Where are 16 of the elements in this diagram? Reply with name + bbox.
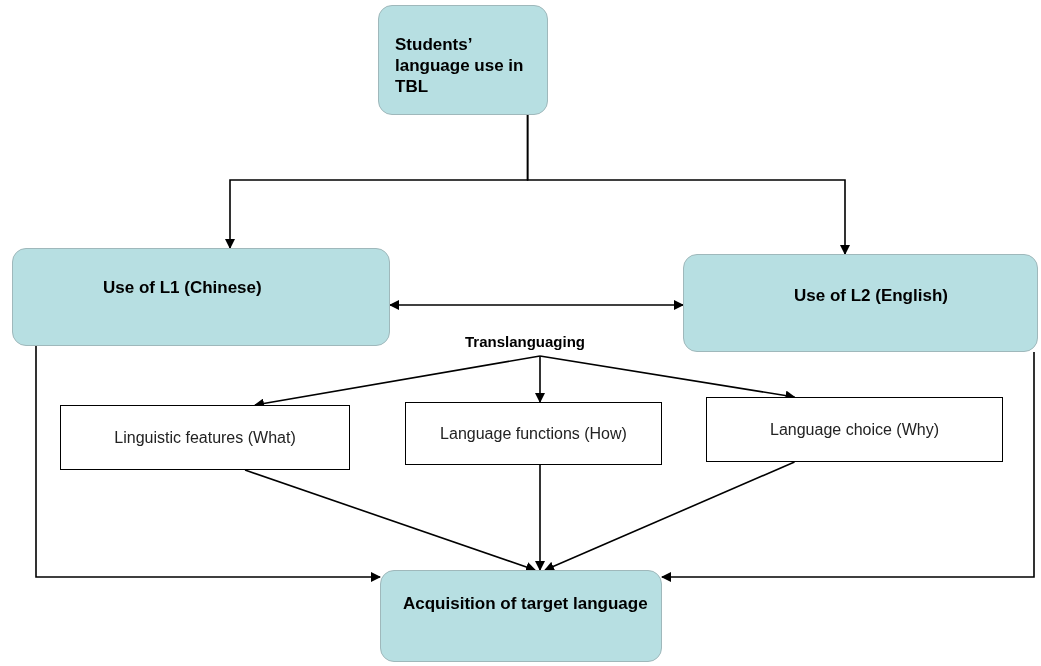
arrow: [526, 114, 850, 255]
process-box: Use of L2 (English): [683, 254, 1038, 352]
arrow: [244, 469, 536, 572]
process-box: Acquisition of target language: [380, 570, 662, 662]
category-box: Language functions (How): [405, 402, 662, 465]
category-box: Language choice (Why): [706, 397, 1003, 462]
arrow: [544, 461, 796, 571]
arrow: [535, 464, 545, 571]
node-label: Translanguaging: [430, 332, 620, 356]
arrow: [535, 355, 545, 403]
arrow: [661, 351, 1035, 582]
arrow: [389, 300, 684, 310]
process-box: Students’ language use in TBL: [378, 5, 548, 115]
process-box: Use of L1 (Chinese): [12, 248, 390, 346]
category-box: Linguistic features (What): [60, 405, 350, 470]
arrow: [35, 345, 381, 582]
